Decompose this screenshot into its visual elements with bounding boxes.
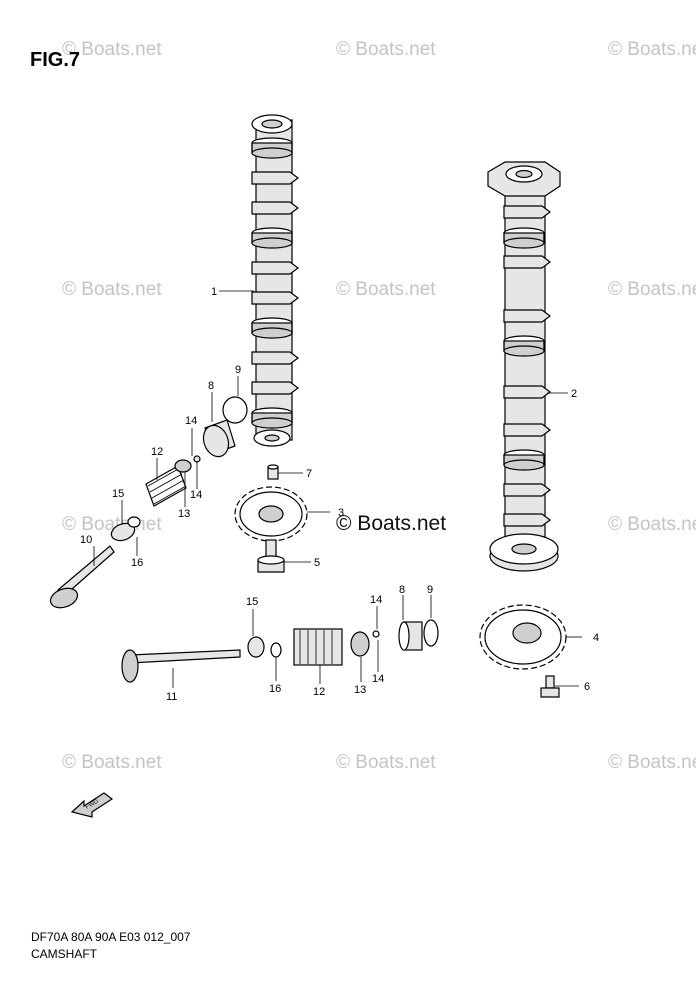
callout-15-lower: 15 <box>246 596 258 608</box>
callout-13-lower: 13 <box>354 684 366 696</box>
callout-14-lower-b: 14 <box>372 673 384 685</box>
valve-assembly-right <box>121 619 439 683</box>
callout-9-lower: 9 <box>427 584 433 596</box>
callout-4: 4 <box>593 632 599 644</box>
model-code: DF70A 80A 90A E03 012_007 <box>31 930 191 944</box>
callout-6: 6 <box>584 681 590 693</box>
callout-3: 3 <box>338 507 344 519</box>
bolt-6 <box>540 675 560 698</box>
callout-15-upper: 15 <box>112 488 124 500</box>
callout-14-upper-a: 14 <box>185 415 197 427</box>
watermark: © Boats.net <box>608 514 696 535</box>
watermark: © Boats.net <box>608 39 696 60</box>
callout-13-upper: 13 <box>178 508 190 520</box>
section-name: CAMSHAFT <box>31 947 98 961</box>
callout-2: 2 <box>571 388 577 400</box>
callout-16-upper: 16 <box>131 557 143 569</box>
camshaft-1 <box>251 114 299 447</box>
callout-5: 5 <box>314 557 320 569</box>
callout-7: 7 <box>306 468 312 480</box>
callout-12-lower: 12 <box>313 686 325 698</box>
callout-12-upper: 12 <box>151 446 163 458</box>
fwd-arrow-icon: FWD <box>70 792 114 818</box>
sprocket-4 <box>479 604 567 670</box>
watermark: © Boats.net <box>608 752 696 773</box>
callout-14-upper-b: 14 <box>190 489 202 501</box>
bolt-5 <box>257 539 285 573</box>
watermark: © Boats.net <box>62 39 162 60</box>
callout-9-upper: 9 <box>235 364 241 376</box>
valve-assembly-left <box>49 396 248 609</box>
callout-10: 10 <box>80 534 92 546</box>
callouts: 1 2 3 4 5 6 7 8 9 10 11 12 13 14 14 15 1… <box>80 286 599 703</box>
watermark: © Boats.net <box>62 752 162 773</box>
camshaft-2 <box>487 161 561 572</box>
callout-1: 1 <box>211 286 217 298</box>
leader-lines <box>93 290 582 688</box>
callout-14-lower-a: 14 <box>370 594 382 606</box>
watermark-layer: © Boats.net © Boats.net © Boats.net © Bo… <box>62 39 696 773</box>
watermark: © Boats.net <box>336 512 446 535</box>
callout-8-lower: 8 <box>399 584 405 596</box>
watermark: © Boats.net <box>608 279 696 300</box>
pin-7 <box>267 464 279 480</box>
callout-8-upper: 8 <box>208 380 214 392</box>
watermark: © Boats.net <box>336 39 436 60</box>
sprocket-3 <box>234 486 308 542</box>
watermark: © Boats.net <box>336 752 436 773</box>
callout-16-lower: 16 <box>269 683 281 695</box>
callout-11: 11 <box>166 691 177 703</box>
watermark: © Boats.net <box>336 279 436 300</box>
watermark: © Boats.net <box>62 279 162 300</box>
figure-title: FIG.7 <box>30 49 80 71</box>
